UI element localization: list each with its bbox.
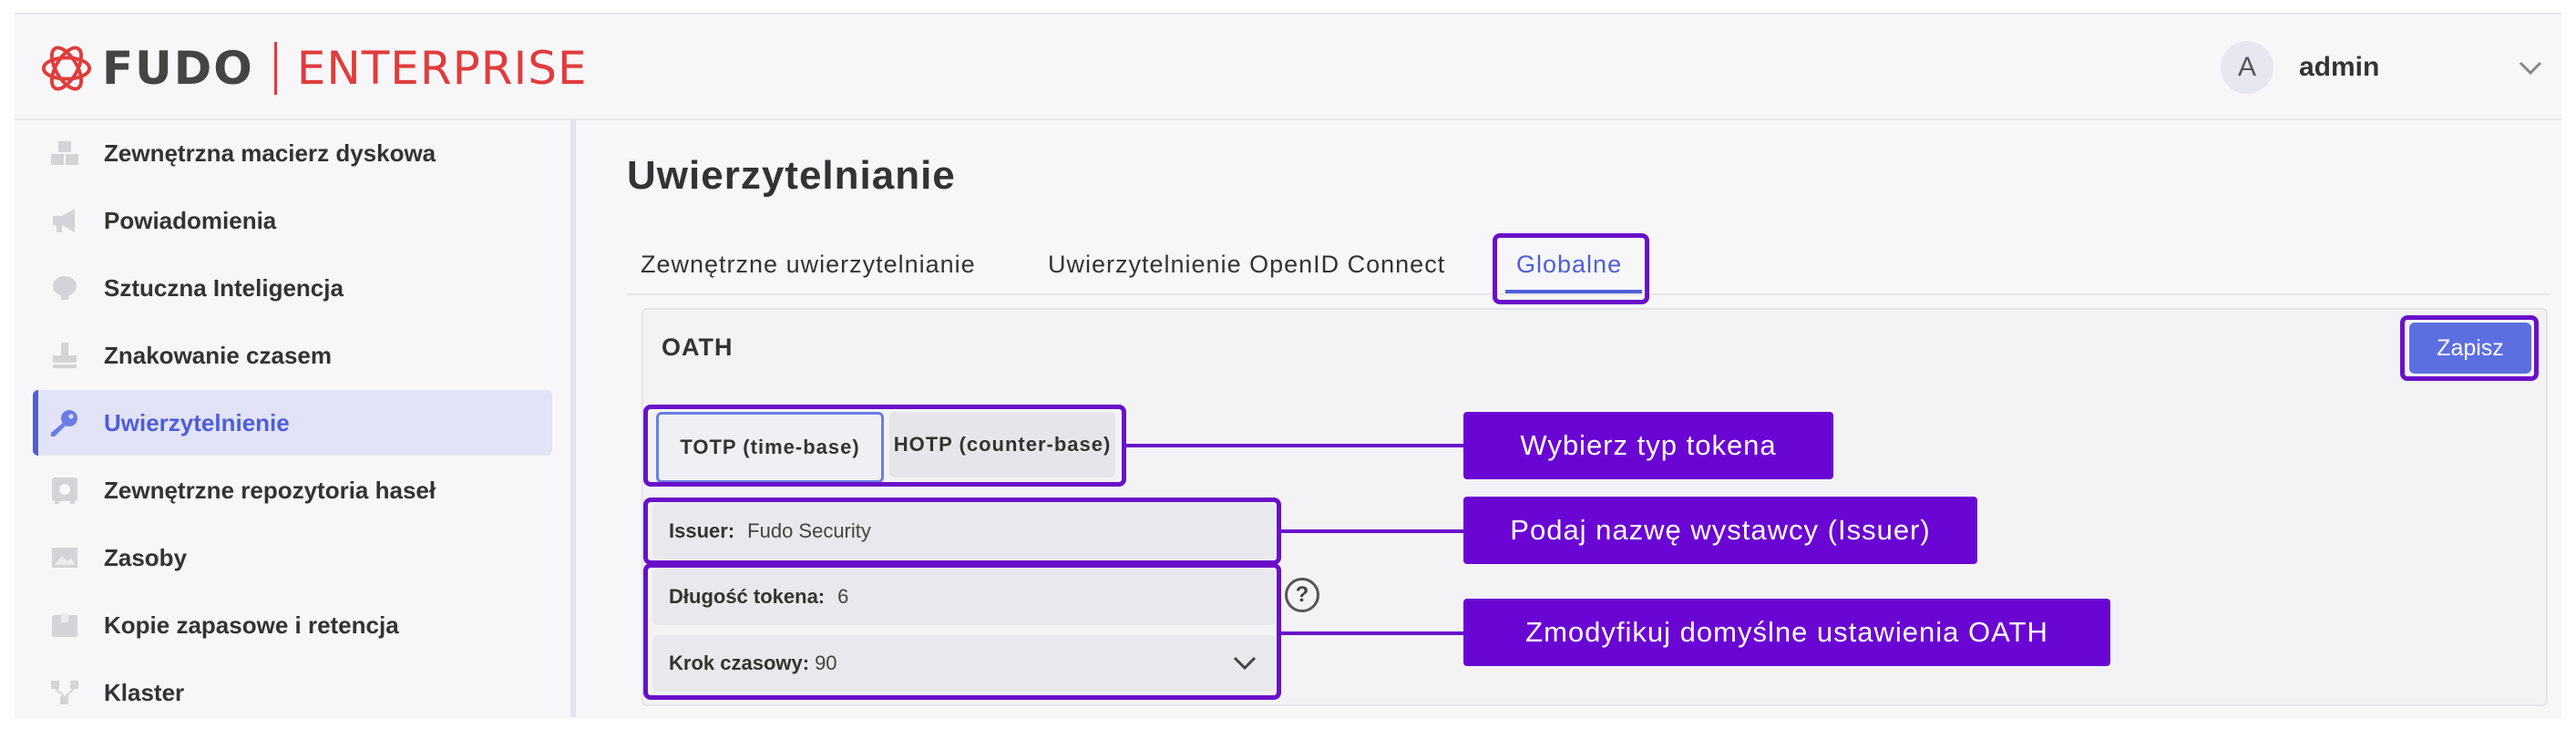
logo-brand-text: FUDO	[102, 42, 254, 95]
brain-icon	[53, 276, 77, 300]
sidebar-item-label: Powiadomienia	[104, 206, 277, 234]
sidebar-item-label: Zewnętrzna macierz dyskowa	[104, 139, 436, 167]
issuer-field[interactable]: Issuer: Fudo Security	[652, 503, 1276, 559]
sidebar-item-password-repositories[interactable]: Zewnętrzne repozytoria haseł	[33, 457, 552, 523]
time-step-value: 90	[815, 652, 837, 674]
archive-icon	[52, 613, 77, 637]
highlight-oath-settings	[643, 563, 1281, 700]
megaphone-icon	[53, 209, 75, 232]
save-button[interactable]: Zapisz	[2409, 323, 2531, 374]
fudo-logo-mark-icon	[41, 46, 92, 91]
highlight-save-button	[2400, 315, 2539, 381]
tab-bar: Zewnętrzne uwierzytelnianie Uwierzytelni…	[627, 237, 2550, 295]
username[interactable]: admin	[2299, 52, 2380, 82]
callout-issuer: Podaj nazwę wystawcy (Issuer)	[1463, 497, 1977, 564]
top-header: FUDO ENTERPRISE A admin	[15, 15, 2561, 120]
time-step-select[interactable]: Krok czasowy: 90	[652, 635, 1276, 692]
issuer-value: Fudo Security	[747, 519, 871, 542]
chevron-down-icon[interactable]	[2518, 55, 2543, 80]
logo-separator	[273, 42, 277, 95]
chevron-down-icon[interactable]	[1232, 651, 1257, 676]
tab-global[interactable]: Globalne	[1516, 250, 1623, 278]
highlight-token-type	[643, 405, 1126, 487]
avatar[interactable]: A	[2221, 41, 2273, 94]
callout-oath-settings: Zmodyfikuj domyślne ustawienia OATH	[1463, 599, 2110, 666]
issuer-label: Issuer:	[669, 519, 735, 542]
sidebar-item-backups[interactable]: Kopie zapasowe i retencja	[33, 592, 552, 658]
tab-openid-connect[interactable]: Uwierzytelnienie OpenID Connect	[1048, 250, 1446, 278]
fudo-logo[interactable]: FUDO ENTERPRISE	[40, 36, 588, 100]
callout-connector	[1281, 529, 1465, 533]
callout-connector	[1281, 631, 1465, 635]
image-icon	[52, 548, 77, 568]
sidebar-item-label: Zewnętrzne repozytoria haseł	[104, 476, 436, 504]
user-menu[interactable]: A admin	[2221, 41, 2543, 94]
help-icon[interactable]: ?	[1285, 578, 1319, 612]
sidebar-item-label: Zasoby	[104, 543, 188, 571]
callout-token-type: Wybierz typ tokena	[1463, 412, 1833, 479]
token-length-label: Długość tokena:	[669, 585, 826, 608]
sidebar-item-label: Uwierzytelnienie	[104, 408, 290, 436]
sidebar-item-external-disk-array[interactable]: Zewnętrzna macierz dyskowa	[33, 120, 552, 186]
page-title: Uwierzytelnianie	[627, 153, 956, 198]
panel-title: OATH	[662, 334, 734, 361]
key-icon	[51, 410, 77, 436]
callout-connector	[1126, 444, 1465, 447]
token-length-field[interactable]: Długość tokena: 6	[652, 569, 1276, 625]
cluster-icon	[51, 681, 78, 704]
stamp-icon	[53, 343, 77, 368]
token-type-totp[interactable]: TOTP (time-base)	[656, 412, 884, 483]
token-type-hotp[interactable]: HOTP (counter-base)	[889, 412, 1115, 477]
tab-external-authentication[interactable]: Zewnętrzne uwierzytelnianie	[641, 250, 976, 278]
sidebar-item-resources[interactable]: Zasoby	[33, 525, 552, 590]
highlight-global-tab	[1493, 233, 1649, 304]
sidebar-item-label: Kopie zapasowe i retencja	[104, 611, 399, 639]
sidebar-item-label: Znakowanie czasem	[104, 341, 332, 369]
sidebar-item-authentication[interactable]: Uwierzytelnienie	[33, 390, 552, 456]
sidebar-item-label: Klaster	[104, 678, 185, 706]
highlight-issuer	[643, 498, 1281, 565]
time-step-label: Krok czasowy:	[669, 652, 810, 674]
sidebar: Zewnętrzna macierz dyskowa Powiadomienia…	[15, 120, 576, 717]
sidebar-item-label: Sztuczna Inteligencja	[104, 273, 344, 302]
token-length-value: 6	[837, 585, 849, 608]
sidebar-item-notifications[interactable]: Powiadomienia	[33, 188, 552, 253]
logo-product-text: ENTERPRISE	[296, 42, 588, 95]
disk-array-icon	[51, 141, 78, 165]
safe-icon	[52, 477, 77, 504]
sidebar-item-cluster[interactable]: Klaster	[33, 660, 552, 717]
sidebar-item-ai[interactable]: Sztuczna Inteligencja	[33, 255, 552, 321]
sidebar-item-timestamping[interactable]: Znakowanie czasem	[33, 323, 552, 388]
active-tab-indicator	[1505, 290, 1642, 293]
